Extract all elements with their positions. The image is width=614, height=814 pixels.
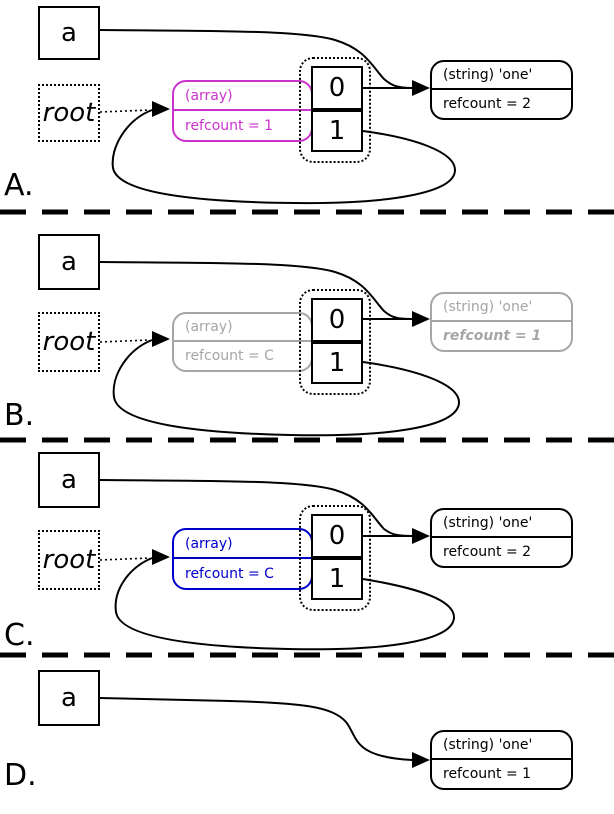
string-refcount-label: refcount = 1 — [443, 328, 542, 344]
a-to-string-arrow — [99, 697, 413, 761]
array-cell-1: 1 — [311, 342, 363, 384]
array-cell-0: 0 — [311, 298, 363, 342]
var-label: a — [61, 465, 77, 495]
string-refcount-label: refcount = 2 — [443, 96, 532, 112]
array-arrowhead — [152, 549, 170, 565]
array-node: (array) refcount = C — [172, 312, 313, 372]
array-cell-1: 1 — [311, 110, 363, 152]
root-label: root — [42, 327, 96, 357]
string-type-label: (string) 'one' — [432, 294, 571, 322]
root-box: root — [38, 312, 100, 372]
array-refcount-label: refcount = C — [185, 565, 274, 582]
panel-label-b: B. — [4, 398, 35, 433]
array-refcount-label: refcount = C — [185, 348, 274, 364]
var-box-a: a — [38, 670, 100, 726]
string-type-label: (string) 'one' — [432, 510, 571, 538]
root-box: root — [38, 84, 100, 142]
root-to-array-arrow — [99, 557, 151, 561]
panel-label-d: D. — [4, 758, 37, 793]
string-node: (string) 'one' refcount = 1 — [430, 292, 573, 352]
cell-label: 0 — [328, 305, 346, 335]
root-to-array-arrow — [99, 339, 151, 343]
array-type-label: (array) — [174, 530, 311, 559]
var-label: a — [61, 683, 77, 713]
array-type-label: (array) — [174, 314, 311, 342]
cell-label: 1 — [328, 116, 346, 146]
string-node: (string) 'one' refcount = 1 — [430, 730, 573, 790]
array-refcount-label: refcount = 1 — [185, 117, 274, 134]
cell-label: 1 — [328, 564, 346, 594]
string-type-label: (string) 'one' — [432, 732, 571, 760]
var-label: a — [61, 247, 77, 277]
var-box-a: a — [38, 234, 100, 290]
cell-label: 1 — [328, 348, 346, 378]
string-arrowhead — [412, 311, 430, 327]
var-label: a — [61, 18, 77, 48]
root-box: root — [38, 530, 100, 590]
string-refcount-label: refcount = 2 — [443, 544, 532, 560]
root-label: root — [42, 98, 96, 128]
panel-label-c: C. — [4, 618, 35, 653]
cell-label: 0 — [328, 521, 346, 551]
array-type-label: (array) — [174, 82, 311, 111]
string-node: (string) 'one' refcount = 2 — [430, 60, 573, 120]
root-to-array-arrow — [99, 109, 151, 113]
string-type-label: (string) 'one' — [432, 62, 571, 90]
array-node: (array) refcount = C — [172, 528, 313, 590]
array-cell-1: 1 — [311, 558, 363, 600]
var-box-a: a — [38, 6, 100, 60]
zval-container — [299, 289, 371, 395]
array-cell-0: 0 — [311, 514, 363, 558]
zval-container — [299, 57, 371, 163]
panel-label-a: A. — [4, 168, 34, 203]
var-box-a: a — [38, 452, 100, 508]
string-arrowhead — [412, 752, 430, 768]
array-cell-0: 0 — [311, 66, 363, 110]
array-node: (array) refcount = 1 — [172, 80, 313, 142]
root-label: root — [42, 545, 96, 575]
string-arrowhead — [412, 80, 430, 96]
string-refcount-label: refcount = 1 — [443, 766, 532, 782]
array-arrowhead — [152, 331, 170, 347]
string-node: (string) 'one' refcount = 2 — [430, 508, 573, 568]
cell-label: 0 — [328, 73, 346, 103]
zval-container — [299, 505, 371, 611]
string-arrowhead — [412, 528, 430, 544]
array-arrowhead — [152, 101, 170, 117]
